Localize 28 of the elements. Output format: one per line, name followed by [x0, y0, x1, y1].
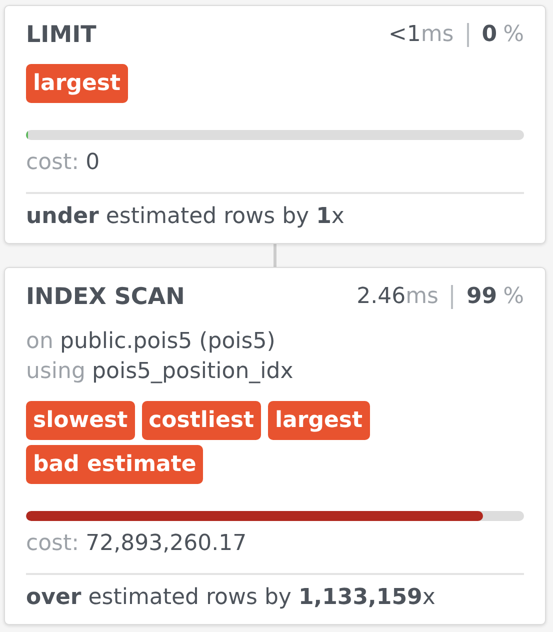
relation-name: pois5_position_idx	[92, 358, 294, 386]
row-estimate-text: over estimated rows by 1,133,159x	[26, 585, 436, 610]
relation-label: on	[26, 328, 54, 356]
duration-value: <1	[388, 21, 421, 49]
duration-value: 2.46	[356, 283, 406, 311]
percentage-unit: %	[503, 21, 524, 49]
node-type-title: LIMIT	[26, 21, 96, 50]
cost-label: cost:	[26, 149, 80, 177]
relation-name: public.pois5 (pois5)	[60, 328, 276, 356]
percentage-value: 0	[482, 21, 498, 49]
warning-tag: largest	[268, 401, 370, 440]
cost-value: 72,893,260.17	[86, 530, 247, 558]
plan-node-card	[4, 267, 546, 625]
connector-line	[274, 244, 276, 267]
plan-node-card	[4, 5, 546, 244]
node-type-title: INDEX SCAN	[26, 283, 185, 312]
warning-tag: largest	[26, 64, 128, 103]
duration-unit: ms	[406, 283, 438, 311]
relation-label: using	[26, 358, 86, 386]
percentage-value: 99	[466, 283, 498, 311]
cost-value: 0	[86, 149, 100, 177]
cost-label: cost:	[26, 530, 80, 558]
duration-unit: ms	[420, 21, 454, 49]
warning-tag: costliest	[142, 401, 261, 440]
percentage-unit: %	[503, 283, 524, 311]
warning-tag: bad estimate	[26, 445, 204, 484]
row-estimate-text: under estimated rows by 1x	[26, 204, 344, 229]
warning-tag: slowest	[26, 401, 135, 440]
